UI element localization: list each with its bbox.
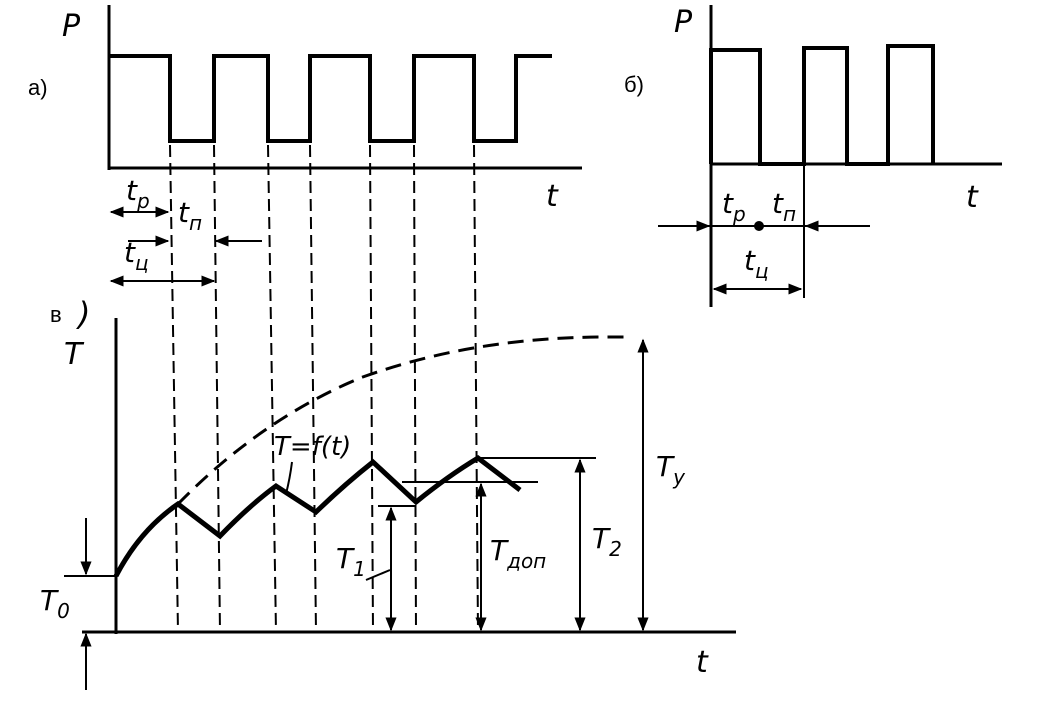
panel-b-t-label: t [966,180,979,215]
cycle-guide-7 [473,144,479,633]
panel-a-tn-label: tп [178,196,202,235]
cycle-guide-5 [369,144,374,633]
panel-a-p-label: P [62,9,81,44]
panel-b-pulse-chart: P б) t tр tп tц [624,5,1002,307]
panel-c-temperature-chart: в ) T t T=f(t) T0 T1 Tдоп [40,144,736,690]
panel-a-pulse-chart: P а) t tр tп tц [28,5,582,287]
t0-label: T0 [40,584,70,623]
panel-c-label: в [50,302,62,327]
curve-label: T=f(t) [274,432,351,462]
panel-a-t-label: t [546,179,559,214]
panel-a-tc-label: tц [124,236,149,275]
cycle-guide-2 [213,144,221,633]
t1-label: T1 [336,542,366,581]
curve-label-leader [285,461,293,495]
panel-b-tc-label: tц [744,244,769,283]
panel-a-label: а) [28,75,48,100]
panel-b-p-label: P [674,5,693,40]
cycle-guide-6 [413,144,417,633]
tdop-label: Tдоп [490,534,546,573]
ty-label: Tу [656,450,686,489]
cycle-guide-1 [169,144,179,633]
panel-b-label: б) [624,72,644,97]
panel-a-tp-label: tр [126,174,150,213]
t1-leader [365,569,391,581]
panel-b-pulse-train [709,44,935,166]
temperature-curve [113,454,522,578]
panel-c-paren: ) [76,295,90,333]
t2-label: T2 [592,522,622,561]
panel-b-tp-label: tр [722,187,746,226]
panel-c-t-axis-label: T [64,337,85,372]
cycle-guide-4 [309,144,317,633]
panel-b-dot [754,221,764,231]
panel-c-time-label: t [696,645,709,680]
steady-state-envelope [176,335,632,506]
panel-b-tn-label: tп [772,187,796,226]
panel-a-pulse-train [109,54,552,143]
cycle-guide-3 [267,144,277,633]
